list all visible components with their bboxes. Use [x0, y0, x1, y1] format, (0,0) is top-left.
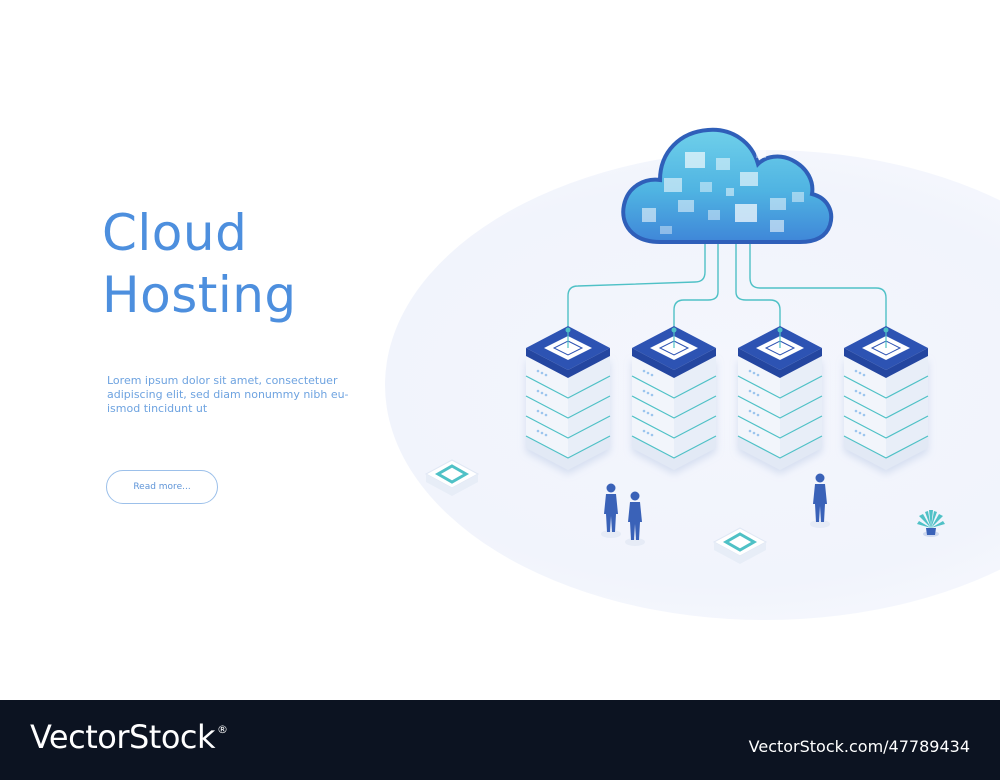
- title-line-cloud: Cloud: [102, 204, 248, 262]
- read-more-button[interactable]: Read more...: [106, 470, 218, 504]
- cloud-hosting-illustration: [424, 127, 945, 566]
- footer-bar: [0, 700, 1000, 780]
- people-figures: [601, 473, 830, 546]
- footer-brand: VectorStock ®: [30, 718, 228, 756]
- page-title: Cloud Hosting: [102, 202, 297, 326]
- hero-canvas: Cloud Hosting Lorem ipsum dolor sit amet…: [102, 127, 1000, 620]
- plant-icon: [917, 510, 945, 537]
- server-rack-icon: [843, 326, 929, 470]
- registered-mark: ®: [217, 722, 228, 736]
- network-wires: [567, 242, 887, 330]
- brand-name: VectorStock: [30, 718, 216, 756]
- cloud-icon: [621, 127, 834, 244]
- server-rack-icon: [631, 326, 717, 470]
- title-line-hosting: Hosting: [102, 266, 297, 324]
- footer-image-id: VectorStock.com/47789434: [748, 737, 970, 756]
- server-racks: [525, 326, 929, 470]
- person-icon: [628, 491, 642, 540]
- person-icon: [813, 473, 827, 522]
- hero-description: Lorem ipsum dolor sit amet, consectetuer…: [107, 374, 349, 415]
- server-rack-icon: [737, 326, 823, 470]
- chip-tile-icon: [424, 458, 480, 498]
- server-rack-icon: [525, 326, 611, 470]
- chip-tile-icon: [712, 526, 768, 566]
- person-icon: [604, 483, 618, 532]
